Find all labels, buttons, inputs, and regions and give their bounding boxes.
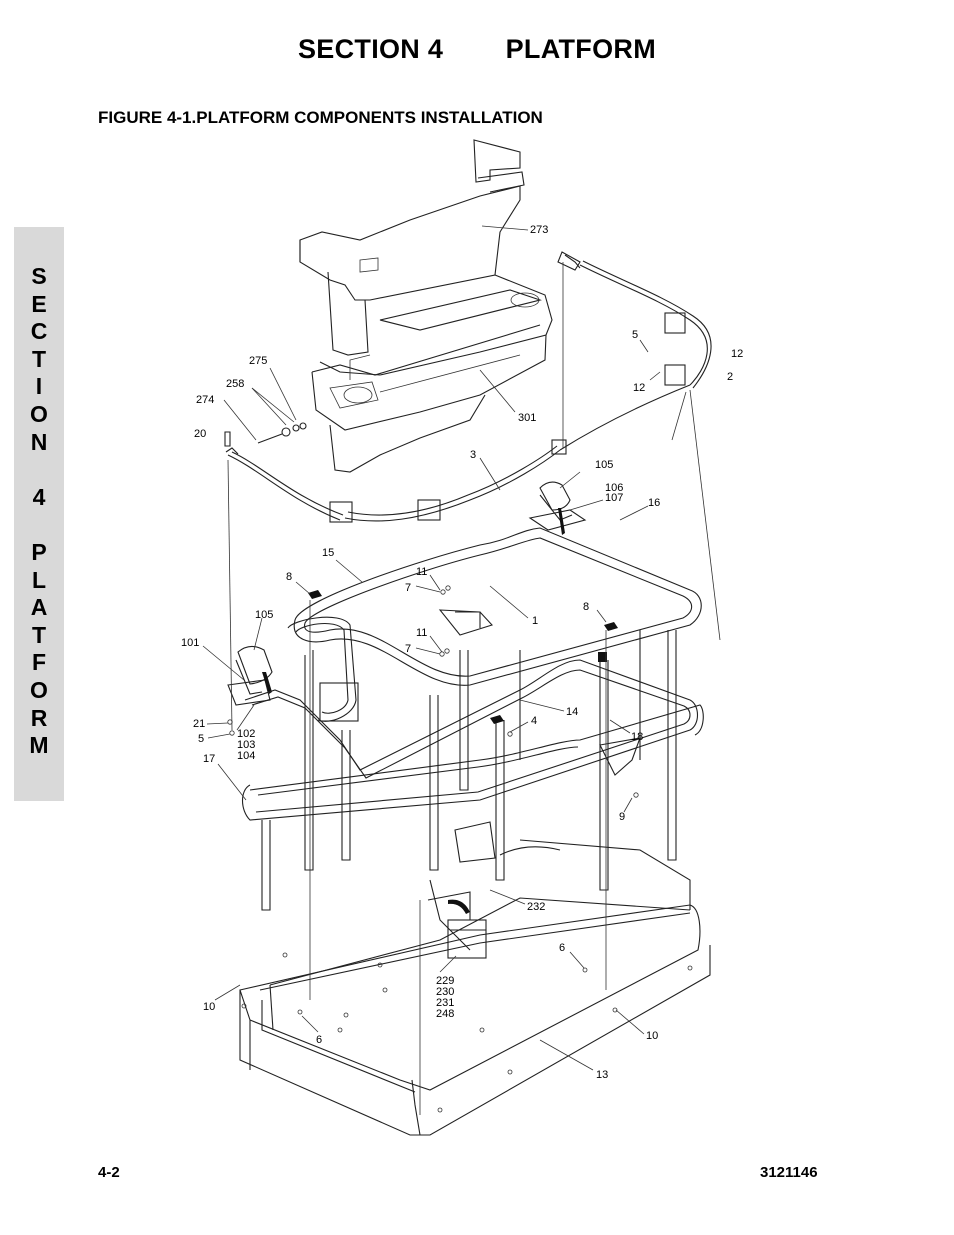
callout-8-right: 8 bbox=[583, 601, 589, 613]
callout-104: 104 bbox=[237, 750, 255, 762]
side-tab-letter: L bbox=[31, 566, 47, 593]
callout-14: 14 bbox=[566, 706, 578, 718]
control-box-drawing bbox=[299, 139, 553, 473]
side-tab-letter: 4 bbox=[32, 483, 46, 510]
side-tab-letter: P bbox=[31, 538, 47, 565]
callout-2: 2 bbox=[727, 371, 733, 383]
callout-275: 275 bbox=[249, 355, 267, 367]
side-tab-letter: I bbox=[35, 373, 43, 400]
callout-12-left: 12 bbox=[633, 382, 645, 394]
callout-102: 102 bbox=[237, 728, 255, 740]
callout-9: 9 bbox=[619, 811, 625, 823]
callout-13: 13 bbox=[596, 1069, 608, 1081]
callout-8-left: 8 bbox=[286, 571, 292, 583]
callout-258: 258 bbox=[226, 378, 244, 390]
side-tab-letter: C bbox=[30, 318, 48, 345]
callout-5-top: 5 bbox=[632, 329, 638, 341]
callout-6-right: 6 bbox=[559, 942, 565, 954]
callout-17: 17 bbox=[203, 753, 215, 765]
side-tab-letter: O bbox=[30, 400, 48, 427]
alignment-lines bbox=[227, 389, 721, 1115]
side-tab-letter: T bbox=[31, 345, 47, 372]
callout-6-left: 6 bbox=[316, 1034, 322, 1046]
callout-10-right: 10 bbox=[646, 1030, 658, 1042]
side-tab-letter: E bbox=[31, 290, 47, 317]
callout-301: 301 bbox=[518, 412, 536, 424]
callout-106: 106 bbox=[605, 482, 623, 494]
callout-7-top: 7 bbox=[405, 582, 411, 594]
callout-231: 231 bbox=[436, 997, 454, 1009]
callout-21: 21 bbox=[193, 718, 205, 730]
side-tab-letter: R bbox=[30, 704, 48, 731]
side-tab-letters: S E C T I O N 4 P L A T F O R M bbox=[14, 263, 64, 760]
callout-11-top: 11 bbox=[416, 566, 427, 578]
callout-15: 15 bbox=[322, 547, 334, 559]
callout-232: 232 bbox=[527, 901, 545, 913]
callout-7-bottom: 7 bbox=[405, 643, 411, 655]
callout-105-left: 105 bbox=[255, 609, 273, 621]
callout-273: 273 bbox=[530, 224, 548, 236]
callout-18: 18 bbox=[631, 731, 643, 743]
side-tab-letter: T bbox=[31, 621, 47, 648]
callout-105-right: 105 bbox=[595, 459, 613, 471]
page-number: 4-2 bbox=[98, 1164, 120, 1181]
callout-229: 229 bbox=[436, 975, 454, 987]
side-tab-letter: M bbox=[29, 732, 49, 759]
side-tab-letter: S bbox=[31, 263, 47, 289]
section-side-tab: S E C T I O N 4 P L A T F O R M bbox=[14, 227, 64, 801]
platform-floor-frame bbox=[239, 839, 711, 1136]
callout-5-bottom: 5 bbox=[198, 733, 204, 745]
mounting-hardware-left bbox=[224, 422, 307, 455]
callout-248: 248 bbox=[436, 1008, 454, 1020]
callout-4: 4 bbox=[531, 715, 537, 727]
callout-107: 107 bbox=[605, 492, 623, 504]
callout-101: 101 bbox=[181, 637, 199, 649]
platform-railing-drawing bbox=[227, 527, 704, 911]
side-tab-letter: A bbox=[30, 594, 48, 621]
section-title: SECTION 4 PLATFORM bbox=[297, 34, 656, 64]
callout-1: 1 bbox=[532, 615, 538, 627]
leader-lines bbox=[202, 225, 661, 1071]
figure-title: FIGURE 4-1.PLATFORM COMPONENTS INSTALLAT… bbox=[98, 108, 543, 127]
callout-230: 230 bbox=[436, 986, 454, 998]
side-tab-letter: O bbox=[30, 676, 48, 703]
callout-20: 20 bbox=[194, 428, 206, 440]
side-tab-letter: N bbox=[30, 428, 48, 455]
side-tab-letter: F bbox=[31, 649, 47, 676]
callout-10-left: 10 bbox=[203, 1001, 215, 1013]
callout-12-right: 12 bbox=[731, 348, 743, 360]
callout-103: 103 bbox=[237, 739, 255, 751]
callout-274: 274 bbox=[196, 394, 214, 406]
callout-11-bottom: 11 bbox=[416, 627, 427, 639]
callout-16: 16 bbox=[648, 497, 660, 509]
callout-3: 3 bbox=[470, 449, 476, 461]
cable-assembly-drawing bbox=[227, 251, 712, 523]
callout-labels: 273 275 258 274 20 301 3 5 12 12 2 105 1… bbox=[181, 224, 743, 1081]
document-number: 3121146 bbox=[760, 1164, 818, 1181]
